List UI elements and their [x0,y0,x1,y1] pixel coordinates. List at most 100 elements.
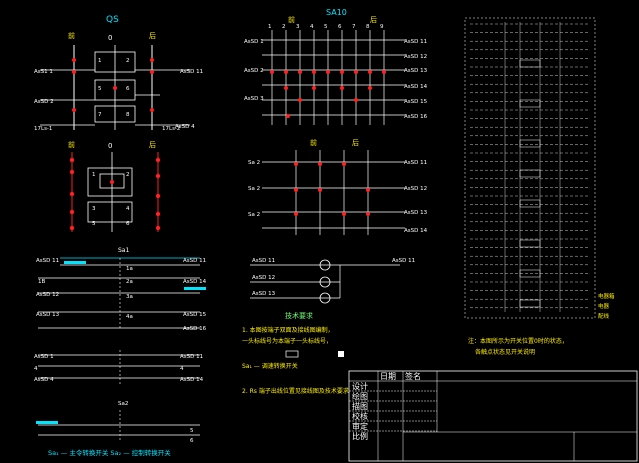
right-note-2: 各触点状态见开关说明 [475,348,535,356]
svg-text:4a: 4a [126,314,133,320]
svg-text:AsSD 16: AsSD 16 [183,326,207,332]
title-block-row-label: 设计 [352,381,368,391]
control-lines-left: Sa1 AsSD 11 1B AsSD 12 AsSD 13 AsSD 11 A… [36,247,207,332]
svg-text:1: 1 [98,58,102,64]
terminal-box [519,99,541,108]
terminal-table: 注：本图所示为开关位置0时的状态， 各触点状态见开关说明 电器箱 电器 配线 [464,17,615,356]
terminal-box [519,299,541,308]
svg-text:6: 6 [190,438,194,444]
notes-line4: 2. Rs 端子出线位置见接线图及技术要求 [242,387,349,395]
svg-text:AsSD 13: AsSD 13 [36,312,60,318]
svg-text:AsSD 4: AsSD 4 [175,124,195,130]
svg-text:5: 5 [92,221,96,227]
svg-text:1B: 1B [38,279,45,285]
svg-text:AsSD 3: AsSD 3 [244,96,264,102]
terminal-box [519,269,541,278]
svg-text:7: 7 [98,112,102,118]
svg-text:AsSD 15: AsSD 15 [404,99,428,105]
svg-text:6: 6 [338,24,342,30]
qs-label-zero: 0 [108,34,112,42]
svg-text:5: 5 [324,24,328,30]
sa10-grid: SA10 前 后 AsSD [244,8,428,125]
svg-text:0: 0 [108,142,112,150]
terminal-box [519,169,541,178]
svg-text:4: 4 [180,366,184,372]
svg-text:AsSD 11: AsSD 11 [392,258,415,264]
svg-text:AsSD 14: AsSD 14 [404,84,428,90]
title-block-row-label: 审定 [352,421,368,431]
svg-text:AsSD 14: AsSD 14 [183,279,207,285]
svg-text:5: 5 [98,86,102,92]
svg-text:后: 后 [370,15,377,24]
svg-text:前: 前 [288,15,295,24]
svg-text:AsSD 16: AsSD 16 [404,114,428,120]
svg-text:Sa1: Sa1 [118,247,129,254]
qs-label-right: 后 [149,31,156,40]
svg-text:AsSD 14: AsSD 14 [180,377,204,383]
center-middle-grid: 前 后 Sa 2 Sa 2 Sa 2 AsSD 11 AsSD 12 AsSD … [248,138,428,235]
svg-text:5: 5 [190,428,194,434]
notes-heading: 技术要求 [285,311,313,320]
svg-text:AsSD 11: AsSD 11 [252,258,275,264]
svg-text:AsSD 4: AsSD 4 [34,377,54,383]
svg-text:17Ls-2: 17Ls-2 [162,126,180,132]
technical-notes: 技术要求 1. 本图按端子双面及接线图编制， 一头标线号为本端子一头标线号， S… [242,311,349,395]
svg-text:电器箱: 电器箱 [598,292,615,300]
svg-text:AsSD 12: AsSD 12 [252,275,275,281]
svg-text:AsSD 1: AsSD 1 [244,39,264,45]
notes-line3: Sa₁ — 调速转换开关 [242,362,298,370]
svg-text:3: 3 [296,24,300,30]
svg-text:AsSD 2: AsSD 2 [244,68,264,74]
lamp-circuit: AsSD 11 AsSD 12 AsSD 13 AsSD 11 [250,258,415,304]
right-note-1: 注：本图所示为开关位置0时的状态， [468,337,568,345]
mid-label-back: 后 [352,138,359,147]
svg-text:7: 7 [352,24,356,30]
svg-text:AsSD 13: AsSD 13 [252,291,276,297]
svg-text:AsSD 13: AsSD 13 [404,210,428,216]
sa10-title: SA10 [326,8,347,17]
svg-text:6: 6 [126,221,130,227]
svg-text:AsSD 11: AsSD 11 [183,258,206,264]
svg-text:Sa 2: Sa 2 [248,212,260,218]
title-block-row-label: 校核 [352,411,368,421]
title-block-row-label: 描图 [352,401,368,411]
svg-text:Sa 2: Sa 2 [248,160,260,166]
svg-text:2: 2 [282,24,286,30]
svg-text:8: 8 [126,112,130,118]
svg-text:电器: 电器 [598,302,610,310]
terminal-box [519,199,541,208]
svg-text:2: 2 [126,58,130,64]
bottom-left-caption: Sa₁ — 主令转换开关 Sa₂ — 控制转换开关 [48,448,171,457]
svg-text:1: 1 [92,172,96,178]
svg-text:2a: 2a [126,279,133,285]
sa2-section: AsSD 1 4 AsSD 4 AsSD 11 4 AsSD 14 Sa2 5 … [34,350,204,457]
terminal-box [519,239,541,248]
svg-text:AsSD 11: AsSD 11 [180,69,203,75]
svg-text:Sa2: Sa2 [118,401,128,407]
notes-line2: 一头标线号为本端子一头标线号， [242,337,332,345]
title-block-row-label: 绘图 [352,391,368,401]
svg-text:AsSD 11: AsSD 11 [180,354,203,360]
svg-text:6: 6 [126,86,130,92]
svg-text:8: 8 [366,24,370,30]
svg-text:4: 4 [310,24,314,30]
svg-text:Sa 2: Sa 2 [248,186,260,192]
svg-text:AsSD 13: AsSD 13 [404,68,428,74]
tb-header-value: 签名 [405,371,421,381]
svg-text:4: 4 [126,206,130,212]
svg-text:1: 1 [268,24,272,30]
svg-text:3: 3 [92,206,96,212]
svg-text:AsSD 2: AsSD 2 [34,99,54,105]
notes-line1: 1. 本图按端子双面及接线图编制， [242,326,334,334]
svg-text:3a: 3a [126,294,133,300]
svg-text:配线: 配线 [598,312,610,320]
svg-text:AsSD 12: AsSD 12 [404,54,427,60]
mid-label-front: 前 [310,138,317,147]
svg-text:AsSD 14: AsSD 14 [404,228,428,234]
qs-switch-section: QS 前 0 后 AsS1 1 AsSD 11 AsSD 2 17Ls- [34,15,203,132]
svg-text:AsSD 12: AsSD 12 [36,292,59,298]
svg-text:17Ls-1: 17Ls-1 [34,126,52,132]
